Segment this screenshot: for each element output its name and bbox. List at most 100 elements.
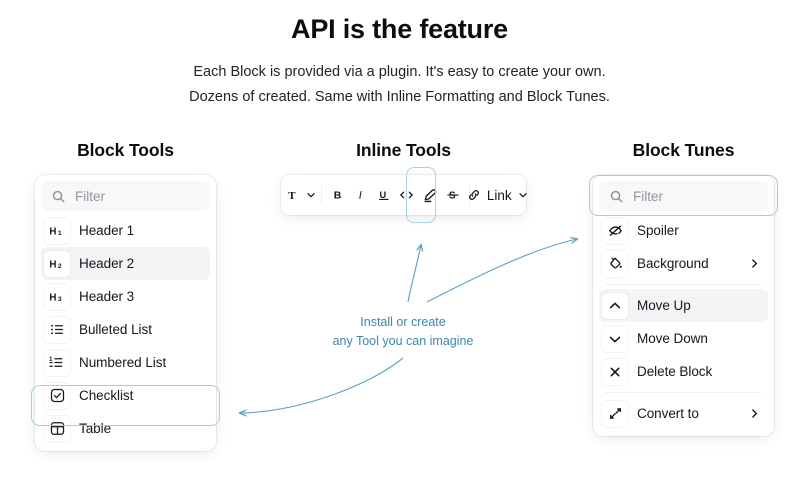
convert-to-icon	[602, 400, 628, 427]
svg-text:1: 1	[57, 229, 61, 236]
svg-text:B: B	[333, 190, 341, 202]
annotation-line-2: any Tool you can imagine	[332, 334, 474, 349]
block-tunes-panel: Filter Spoiler	[589, 175, 778, 436]
block-tools-column: Block Tools Filter H 1 Header 1	[31, 140, 220, 451]
italic-icon: I	[354, 188, 368, 202]
block-tools-panel: Filter H 1 Header 1 H 2 He	[31, 175, 220, 451]
block-tunes-filter-input[interactable]: Filter	[599, 181, 768, 211]
block-tune-label: Delete Block	[637, 364, 713, 379]
svg-text:I: I	[357, 190, 363, 202]
block-tunes-filter-placeholder: Filter	[633, 188, 663, 204]
link-icon	[467, 188, 481, 202]
block-tool-numbered-list[interactable]: 1 Numbered List	[41, 346, 210, 379]
marker-icon	[422, 188, 437, 203]
page-title: API is the feature	[291, 14, 508, 44]
panel-divider	[605, 392, 762, 393]
svg-text:1: 1	[49, 356, 53, 363]
block-tune-spoiler[interactable]: Spoiler	[599, 214, 768, 247]
eye-off-icon	[602, 217, 628, 244]
block-tool-label: Header 2	[79, 256, 135, 271]
svg-text:2: 2	[57, 262, 61, 269]
paint-bucket-icon	[602, 250, 628, 277]
annotation-text: Install or create any Tool you can imagi…	[303, 313, 503, 352]
svg-text:H: H	[49, 226, 56, 237]
chevron-down-icon	[306, 190, 316, 200]
header-1-icon: H 1	[44, 217, 70, 244]
block-tool-label: Bulleted List	[79, 322, 152, 337]
inline-tool-link[interactable]: Link	[469, 181, 527, 209]
svg-text:3: 3	[57, 295, 61, 302]
block-tool-label: Header 1	[79, 223, 135, 238]
block-tool-label: Numbered List	[79, 355, 167, 370]
subtitle-line-1: Each Block is provided via a plugin. It'…	[193, 64, 606, 80]
page-subtitle: Each Block is provided via a plugin. It'…	[0, 45, 799, 111]
block-tool-label: Checklist	[79, 388, 134, 403]
block-tunes-title: Block Tunes	[632, 140, 735, 160]
block-tune-label: Background	[637, 256, 709, 271]
svg-text:T: T	[289, 190, 297, 202]
underline-icon: U	[377, 188, 391, 202]
strikethrough-icon: S	[446, 188, 460, 202]
inline-tool-strikethrough[interactable]: S	[441, 181, 464, 209]
inline-tools-title: Inline Tools	[356, 140, 451, 160]
toolbar-separator	[320, 185, 322, 205]
subtitle-line-2: Dozens of created. Same with Inline Form…	[189, 89, 610, 106]
close-x-icon	[602, 358, 628, 385]
checklist-icon	[44, 382, 70, 409]
bold-icon: B	[331, 188, 345, 202]
header-2-icon: H 2	[44, 250, 70, 277]
svg-text:S: S	[448, 191, 455, 202]
bulleted-list-icon	[44, 316, 70, 343]
block-tool-bulleted-list[interactable]: Bulleted List	[41, 313, 210, 346]
block-tune-label: Move Down	[637, 331, 708, 346]
inline-code-icon	[399, 188, 414, 202]
block-tool-label: Header 3	[79, 289, 135, 304]
block-tool-header-1[interactable]: H 1 Header 1	[41, 214, 210, 247]
search-icon	[51, 189, 66, 204]
chevron-right-icon	[749, 408, 762, 419]
block-tune-move-up[interactable]: Move Up	[599, 289, 768, 322]
chevron-right-icon	[749, 258, 762, 269]
inline-tool-italic[interactable]: I	[349, 181, 372, 209]
svg-text:U: U	[379, 190, 386, 200]
chevron-up-icon	[602, 292, 628, 319]
panel-divider	[605, 284, 762, 285]
chevron-down-icon	[602, 325, 628, 352]
hero-section: API is the feature Each Block is provide…	[0, 0, 799, 111]
block-tool-header-2[interactable]: H 2 Header 2	[41, 247, 210, 280]
block-tune-label: Spoiler	[637, 223, 679, 238]
table-icon	[44, 415, 70, 442]
text-size-icon: T	[286, 188, 300, 202]
block-tune-label: Move Up	[637, 298, 691, 313]
block-tune-background[interactable]: Background	[599, 247, 768, 280]
inline-tool-inline-code[interactable]	[395, 181, 418, 209]
chevron-down-icon	[518, 190, 528, 200]
block-tool-header-3[interactable]: H 3 Header 3	[41, 280, 210, 313]
block-tool-label: Table	[79, 421, 112, 436]
block-tools-title: Block Tools	[77, 140, 174, 160]
block-tune-move-down[interactable]: Move Down	[599, 322, 768, 355]
inline-tool-marker[interactable]	[418, 181, 441, 209]
inline-toolbar: T B I	[281, 167, 527, 223]
annotation-line-1: Install or create	[360, 315, 446, 329]
inline-tool-underline[interactable]: U	[372, 181, 395, 209]
block-tune-convert-to[interactable]: Convert to	[599, 397, 768, 430]
inline-tool-link-label: Link	[486, 187, 512, 203]
numbered-list-icon: 1	[44, 349, 70, 376]
block-tools-filter-placeholder: Filter	[75, 188, 105, 204]
block-tunes-column: Block Tunes Filter Spoil	[589, 140, 778, 436]
header-3-icon: H 3	[44, 283, 70, 310]
panels-row: Block Tools Filter H 1 Header 1	[0, 140, 799, 497]
block-tune-label: Convert to	[637, 406, 699, 421]
svg-text:H: H	[49, 259, 56, 270]
block-tool-table[interactable]: Table	[41, 412, 210, 445]
block-tools-filter-input[interactable]: Filter	[41, 181, 210, 211]
block-tune-delete-block[interactable]: Delete Block	[599, 355, 768, 388]
inline-tools-column: Inline Tools T B	[281, 140, 527, 223]
inline-tool-text-size[interactable]: T	[287, 181, 316, 209]
svg-text:H: H	[49, 292, 56, 303]
inline-tool-bold[interactable]: B	[326, 181, 349, 209]
block-tool-checklist[interactable]: Checklist	[41, 379, 210, 412]
search-icon	[609, 189, 624, 204]
toolbar-separator	[469, 185, 470, 205]
